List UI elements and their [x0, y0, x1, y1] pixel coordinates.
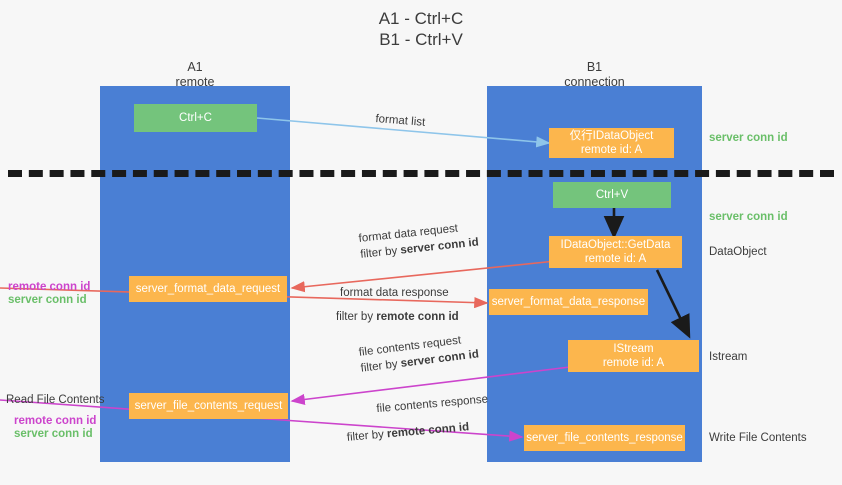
column-b1-name: B1: [586, 60, 603, 74]
node-istream[interactable]: IStream remote id: A: [568, 340, 699, 372]
column-a1-sub: remote: [175, 75, 215, 89]
node-server-file-contents-response[interactable]: server_file_contents_response: [524, 425, 685, 451]
node-idataobject-getdata-line2: remote id: A: [584, 253, 647, 265]
node-server-format-data-request[interactable]: server_format_data_request: [129, 276, 287, 302]
node-istream-line2: remote id: A: [602, 357, 665, 369]
column-header-b1: B1 connection: [487, 60, 702, 90]
node-server-format-data-response[interactable]: server_format_data_response: [489, 289, 648, 315]
node-idataobject-remote-line2: remote id: A: [580, 144, 643, 156]
page-title: A1 - Ctrl+C B1 - Ctrl+V: [0, 8, 842, 50]
node-idataobject-getdata[interactable]: IDataObject::GetData remote id: A: [549, 236, 682, 268]
node-server-format-data-response-label: server_format_data_response: [491, 296, 646, 308]
node-idataobject-getdata-line1: IDataObject::GetData: [560, 239, 671, 251]
node-ctrl-v-label: Ctrl+V: [595, 189, 629, 201]
node-server-format-data-request-label: server_format_data_request: [135, 283, 281, 295]
column-b1-sub: connection: [564, 75, 625, 89]
node-idataobject-remote[interactable]: 仅行IDataObject remote id: A: [549, 128, 674, 158]
boundary-divider: [8, 170, 834, 177]
node-server-file-contents-response-label: server_file_contents_response: [526, 432, 683, 444]
title-line-1: A1 - Ctrl+C: [378, 9, 464, 28]
node-server-file-contents-request[interactable]: server_file_contents_request: [129, 393, 288, 419]
node-server-file-contents-request-label: server_file_contents_request: [134, 400, 283, 412]
title-line-2: B1 - Ctrl+V: [379, 30, 463, 49]
column-header-a1: A1 remote: [100, 60, 290, 90]
node-ctrl-v[interactable]: Ctrl+V: [553, 182, 671, 208]
node-ctrl-c[interactable]: Ctrl+C: [134, 104, 257, 132]
node-idataobject-remote-line1: 仅行IDataObject: [569, 130, 654, 142]
node-ctrl-c-label: Ctrl+C: [179, 112, 212, 124]
node-istream-line1: IStream: [613, 343, 654, 355]
column-a1-name: A1: [187, 60, 203, 74]
